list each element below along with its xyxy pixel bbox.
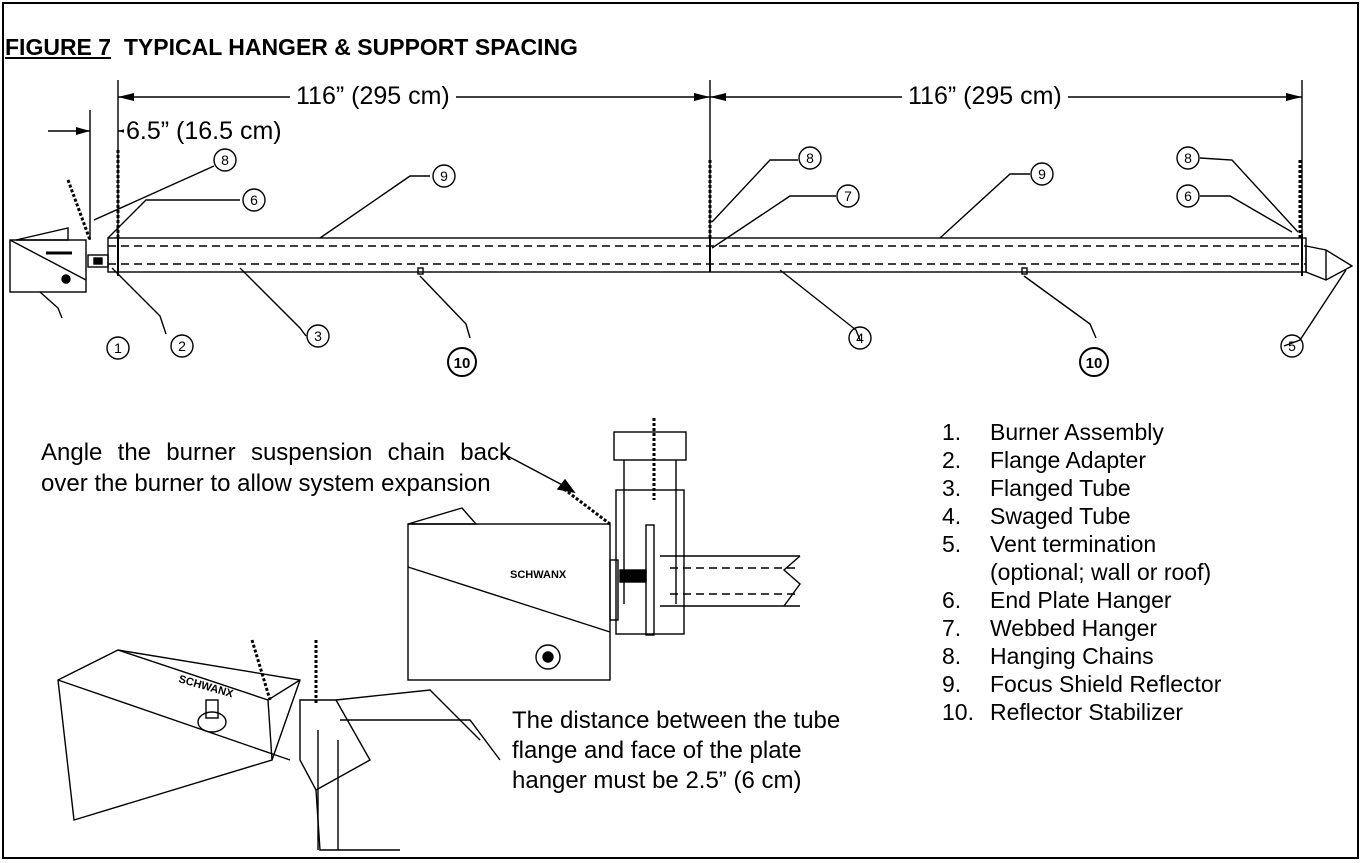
- legend-item: 6.End Plate Hanger: [942, 587, 1172, 613]
- callout-6b: 6: [1184, 188, 1192, 204]
- leader-lines: [39, 157, 1347, 347]
- callout-7: 7: [844, 188, 852, 204]
- legend-item: 1.Burner Assembly: [942, 419, 1164, 445]
- legend-item: 4.Swaged Tube: [942, 503, 1131, 529]
- legend-item: 7.Webbed Hanger: [942, 615, 1158, 641]
- flange-gap-note: The distance between the tube flange and…: [512, 707, 841, 794]
- brand-label-perspective: SCHWANX: [177, 673, 235, 700]
- callout-8c: 8: [1184, 150, 1192, 166]
- callout-2: 2: [178, 338, 186, 354]
- callout-10a: 10: [454, 355, 471, 372]
- legend-item: 2.Flange Adapter: [942, 447, 1147, 473]
- callout-6a: 6: [250, 192, 258, 208]
- burner-side-detail: [407, 418, 801, 681]
- burner-perspective-detail: [57, 639, 501, 851]
- brand-labels: SCHWANX SCHWANX: [177, 569, 567, 701]
- legend-item: 5.Vent termination: [942, 531, 1157, 557]
- callout-numbers: 1 2 3 4 5 6 6 7 8 8 8 9 9 10 10: [114, 150, 1296, 372]
- callout-5: 5: [1288, 338, 1296, 354]
- callout-10b: 10: [1086, 355, 1103, 372]
- legend-item: 10.Reflector Stabilizer: [942, 699, 1184, 725]
- chain-note-arrow: [501, 452, 569, 489]
- dimension-span-1: 116” (295 cm): [290, 82, 456, 111]
- figure-title: FIGURE 7 TYPICAL HANGER & SUPPORT SPACIN…: [5, 34, 578, 61]
- legend-item: 9.Focus Shield Reflector: [942, 671, 1222, 697]
- legend-item-sub: (optional; wall or roof): [990, 559, 1212, 585]
- parts-legend: 1.Burner Assembly 2.Flange Adapter 3.Fla…: [942, 418, 1221, 726]
- hanging-chains: [116, 150, 1302, 238]
- legend-item: 8.Hanging Chains: [942, 643, 1154, 669]
- callout-9a: 9: [440, 168, 448, 184]
- chain-angle-note: Angle the burner suspension chain back o…: [41, 439, 511, 497]
- figure-caption: TYPICAL HANGER & SUPPORT SPACING: [123, 34, 578, 60]
- brand-label-side: SCHWANX: [510, 569, 567, 581]
- figure-number: FIGURE 7: [5, 34, 112, 60]
- callout-circles: [106, 146, 1304, 377]
- callout-4: 4: [856, 330, 864, 346]
- dimension-offset: 6.5” (16.5 cm): [124, 117, 284, 146]
- callout-1: 1: [114, 340, 122, 356]
- callout-9b: 9: [1038, 166, 1046, 182]
- callout-3: 3: [314, 328, 322, 344]
- callout-8b: 8: [806, 150, 814, 166]
- legend-item: 3.Flanged Tube: [942, 475, 1131, 501]
- tube-run: [107, 234, 1354, 281]
- callout-8a: 8: [221, 152, 229, 168]
- dimension-span-2: 116” (295 cm): [902, 82, 1068, 111]
- burner-assembly: [9, 179, 109, 293]
